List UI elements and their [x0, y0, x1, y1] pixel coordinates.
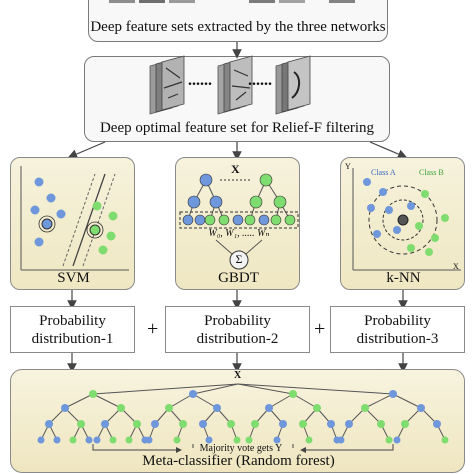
forest-tree-2	[145, 390, 241, 444]
knn-axis-y: Y	[345, 162, 351, 171]
meta-x-label: X	[234, 370, 242, 381]
gbdt-label: GBDT	[218, 270, 259, 286]
probability-3-line1: Probability	[364, 313, 431, 329]
svm-plot	[20, 166, 129, 271]
probability-box-1: Probability distribution-1	[10, 306, 135, 353]
majority-vote-label: Majority vote gets Y	[199, 443, 283, 454]
forest-tree-4	[337, 390, 449, 444]
knn-label: k-NN	[386, 270, 421, 286]
svm-panel: SVM	[10, 157, 135, 290]
probability-2-line2: distribution-2	[196, 331, 279, 347]
meta-classifier-panel: X Majority vote gets Y Meta-classifier (…	[10, 369, 465, 473]
svm-label: SVM	[57, 270, 90, 286]
probability-2-line1: Probability	[204, 313, 271, 329]
probability-3-line2: distribution-3	[356, 331, 439, 347]
gbdt-x-label: X	[231, 162, 240, 176]
optimal-feature-label: Deep optimal feature set for Relief-F fi…	[99, 120, 375, 136]
random-forest-trees	[37, 383, 449, 453]
probability-1-line2: distribution-1	[31, 331, 114, 347]
gbdt-weights-label: W₀, W₁, ..... Wₙ	[208, 228, 270, 239]
feature-map-stack-2	[217, 55, 253, 115]
gbdt-panel: X W₀, W₁, ..... Wₙ Σ GBDT	[175, 157, 300, 290]
probability-box-2: Probability distribution-2	[165, 306, 310, 353]
forest-tree-3	[245, 390, 341, 444]
knn-class-b-label: Class B	[419, 168, 444, 177]
optimal-dots-2: ......	[248, 72, 272, 89]
probability-1-line1: Probability	[39, 313, 106, 329]
probability-box-3: Probability distribution-3	[330, 306, 465, 353]
gbdt-tree	[179, 173, 299, 270]
feature-map-images	[149, 55, 311, 115]
feature-map-stack-3	[275, 55, 311, 115]
forest-tree-1	[37, 390, 149, 444]
knn-axis-x: X	[453, 262, 459, 271]
knn-class-a-label: Class A	[371, 168, 396, 177]
plus-sign-1: +	[147, 318, 159, 340]
feature-sets-box	[88, 0, 388, 42]
plus-sign-2: +	[314, 318, 326, 340]
feature-images-strip	[109, 0, 355, 3]
optimal-dots-1: ......	[188, 72, 212, 89]
feature-sets-label: Deep feature sets extracted by the three…	[90, 19, 386, 35]
gbdt-sum-symbol: Σ	[235, 252, 243, 266]
meta-classifier-title: Meta-classifier (Random forest)	[142, 453, 335, 469]
feature-map-stack-1	[149, 55, 185, 115]
knn-plot	[352, 168, 461, 271]
knn-panel: Y X Class A Class B k-NN	[340, 157, 465, 290]
